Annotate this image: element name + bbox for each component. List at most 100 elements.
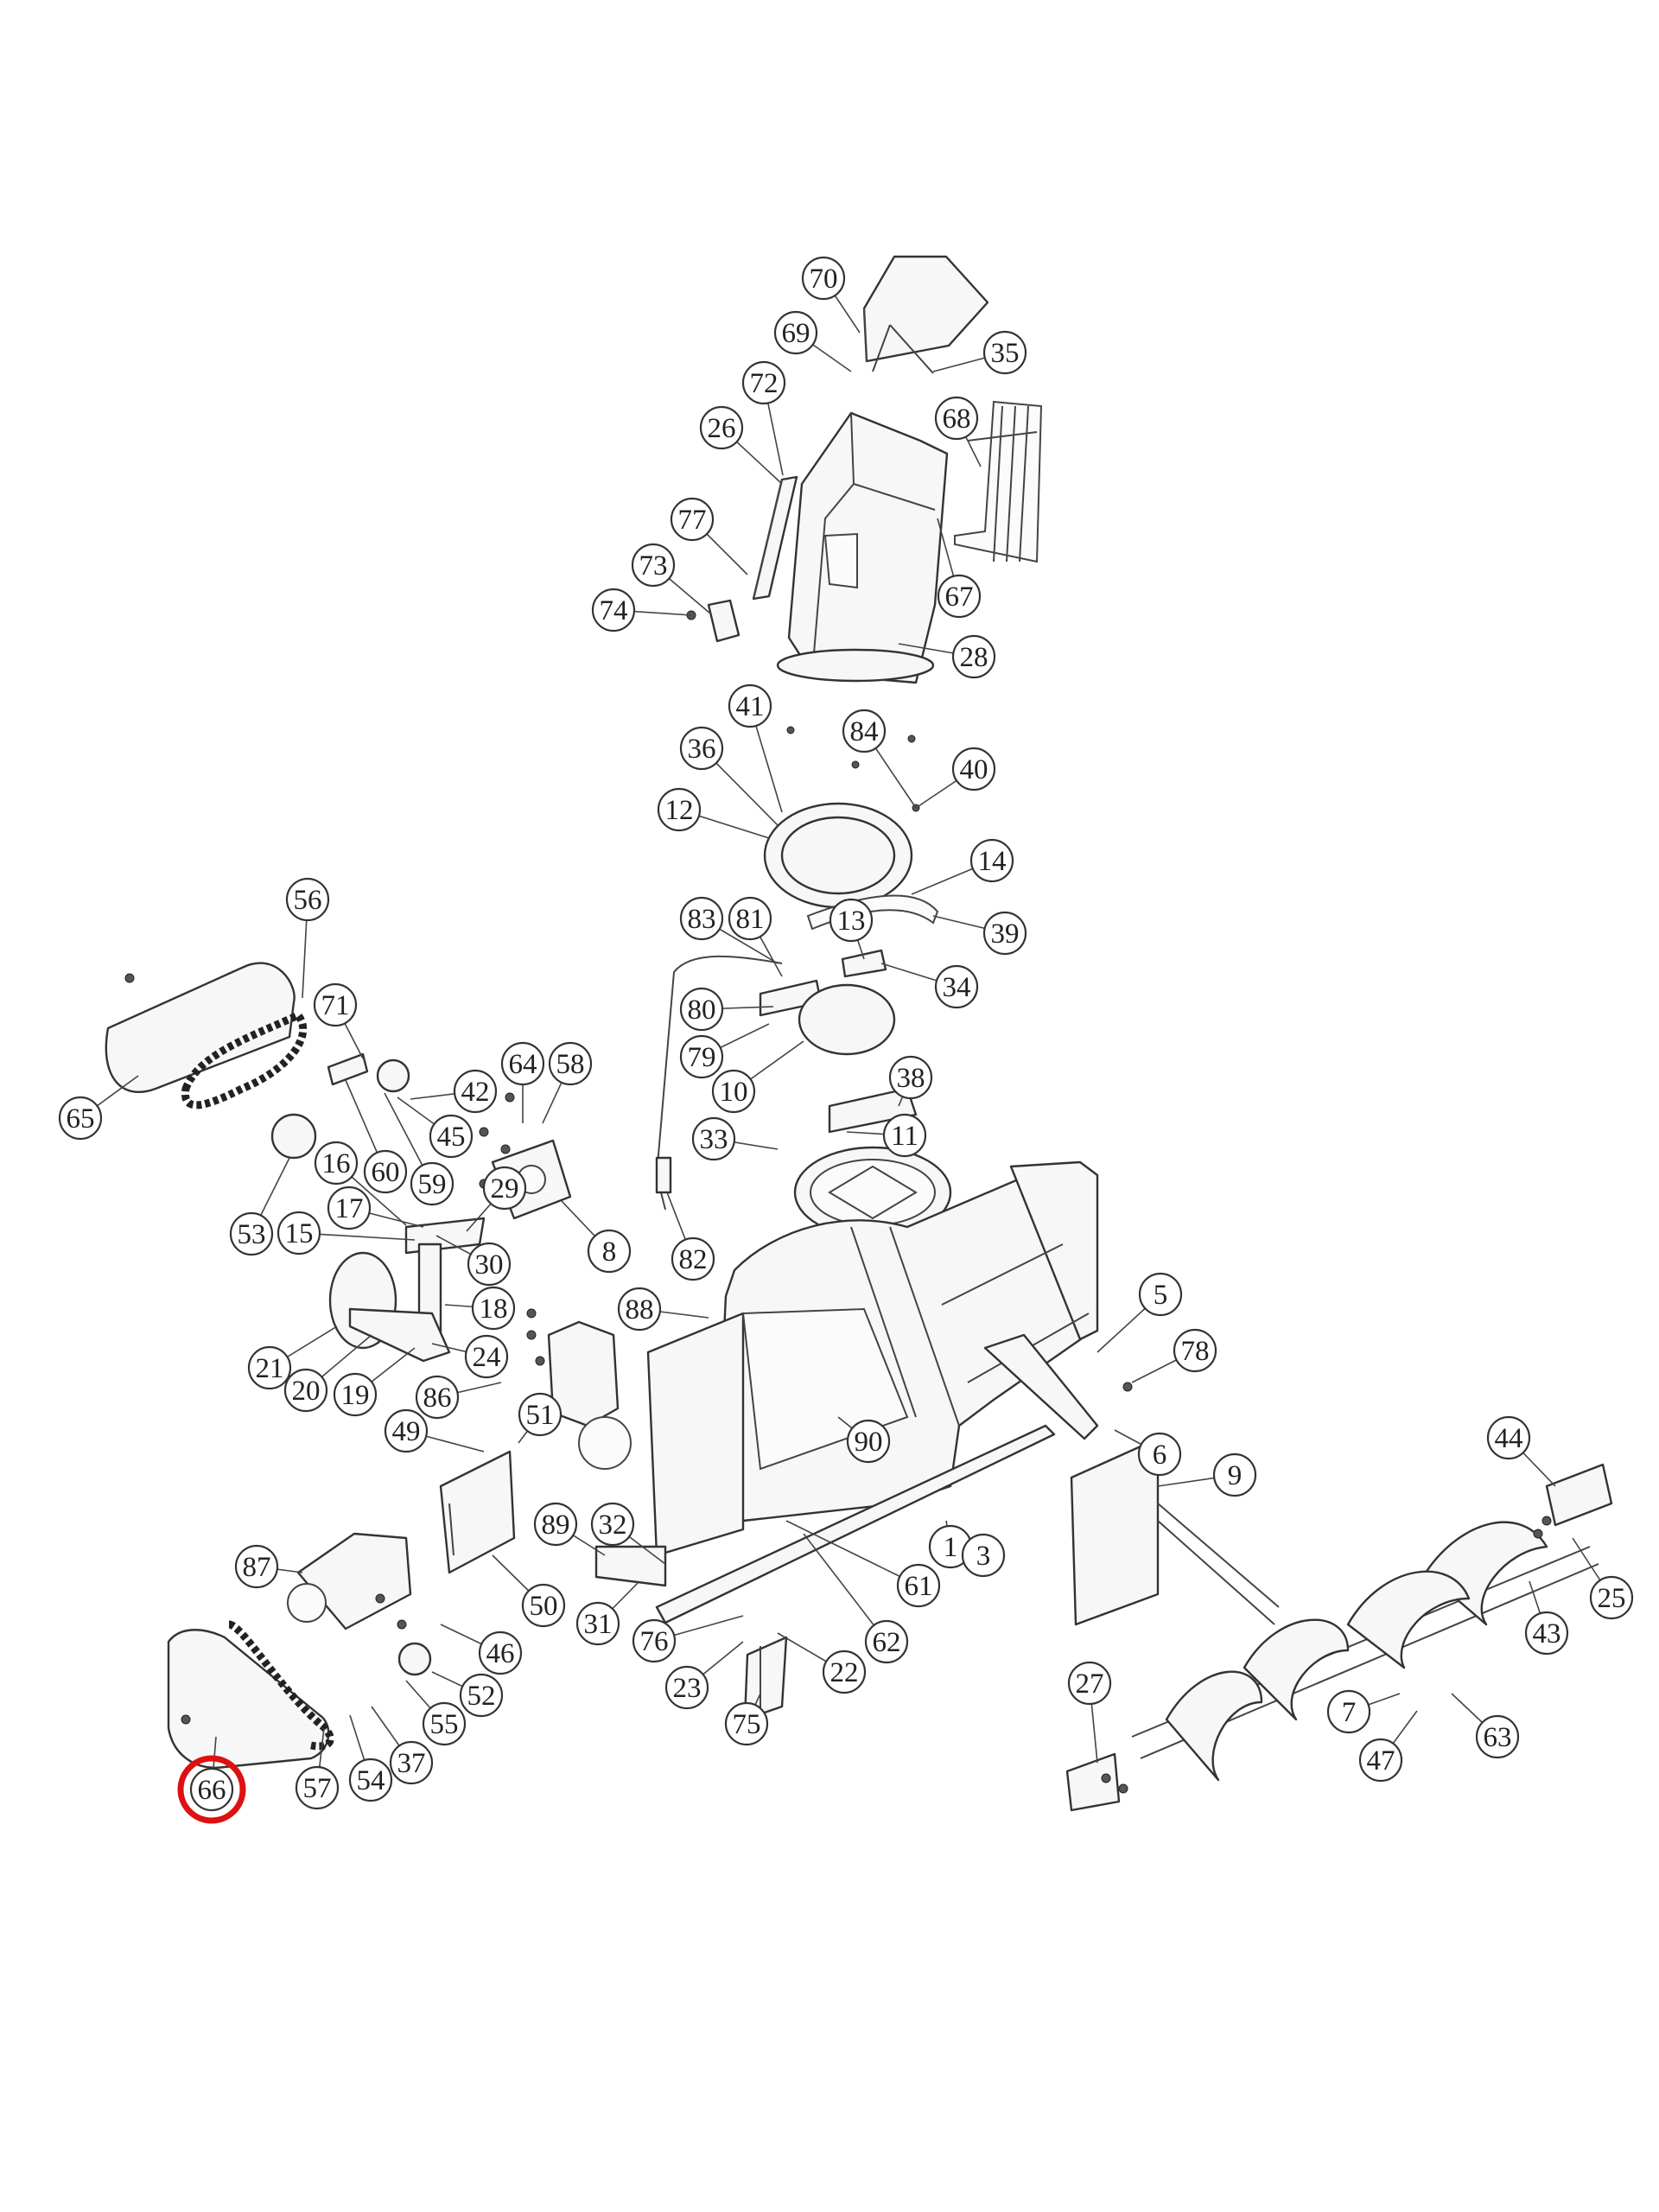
callout-circle [951, 747, 996, 791]
callout-circle [1486, 1415, 1531, 1460]
callout-33: 33 [691, 1116, 736, 1161]
callout-3: 3 [961, 1533, 1006, 1578]
callout-number: 27 [1076, 1669, 1104, 1700]
callout-circle [969, 838, 1014, 883]
callout-89: 89 [533, 1502, 578, 1547]
callout-circle [670, 497, 715, 542]
callout-number: 29 [491, 1173, 519, 1205]
callout-circle [453, 1069, 498, 1114]
callout-65: 65 [58, 1096, 103, 1141]
callout-66: 66 [189, 1767, 234, 1812]
chute-gasket [798, 983, 896, 1056]
callout-circle [590, 1502, 635, 1547]
callout-41: 41 [728, 683, 772, 728]
callout-circle [518, 1392, 563, 1437]
callout-circle [741, 360, 786, 405]
callout-circle [1524, 1611, 1569, 1656]
callout-53: 53 [229, 1211, 274, 1256]
callout-80: 80 [679, 987, 724, 1032]
callout-47: 47 [1358, 1738, 1403, 1783]
callout-72: 72 [741, 360, 786, 405]
callout-number: 81 [736, 904, 765, 935]
callout-circle [1067, 1661, 1112, 1706]
auger-assembly [1065, 1463, 1613, 1812]
callout-70: 70 [801, 256, 846, 301]
callout-circle [724, 1701, 769, 1746]
callout-circle [679, 987, 724, 1032]
callout-circle [829, 898, 874, 943]
callout-circle [389, 1740, 434, 1785]
callout-number: 47 [1367, 1745, 1395, 1777]
callout-number: 63 [1484, 1722, 1512, 1753]
callout-68: 68 [934, 396, 979, 441]
callout-64: 64 [500, 1041, 545, 1086]
deflector-hood [862, 255, 989, 374]
callout-circle [896, 1563, 941, 1608]
chute-control-cable [655, 955, 823, 1211]
callout-number: 54 [357, 1765, 385, 1796]
callout-circle [1173, 1328, 1217, 1373]
impeller-paddle [1070, 1437, 1280, 1626]
callout-number: 14 [978, 846, 1007, 877]
callout-19: 19 [333, 1372, 378, 1417]
callout-number: 36 [688, 734, 716, 765]
sprocket [270, 1113, 317, 1160]
callout-number: 84 [850, 716, 879, 747]
callout-circle [982, 911, 1027, 956]
callout-87: 87 [234, 1544, 279, 1589]
callout-number: 45 [437, 1122, 466, 1153]
callout-79: 79 [679, 1034, 724, 1079]
callout-circle [247, 1345, 292, 1390]
callout-45: 45 [429, 1114, 474, 1159]
callout-5: 5 [1138, 1272, 1183, 1317]
callout-27: 27 [1067, 1661, 1112, 1706]
callout-circle [934, 964, 979, 1009]
callout-number: 11 [891, 1121, 918, 1152]
callout-23: 23 [664, 1665, 709, 1710]
callout-circle [313, 982, 358, 1027]
callout-circle [459, 1673, 504, 1718]
callout-number: 79 [688, 1042, 716, 1073]
callout-9: 9 [1212, 1452, 1257, 1497]
chute-rotation-ring [763, 802, 913, 909]
lower-chain-case [167, 1620, 334, 1769]
callout-number: 30 [475, 1249, 504, 1281]
deflector-grate [954, 400, 1043, 563]
callout-number: 58 [556, 1049, 585, 1080]
callout-circle [276, 1211, 321, 1255]
callout-circle [934, 396, 979, 441]
callout-86: 86 [415, 1375, 460, 1420]
callout-37: 37 [389, 1740, 434, 1785]
callout-circle [937, 574, 982, 619]
chute-crank-rod [686, 475, 798, 643]
callout-circle [533, 1502, 578, 1547]
highlight-ring [177, 1755, 246, 1824]
callout-number: 56 [294, 885, 322, 916]
discharge-chute [776, 411, 949, 684]
callout-number: 57 [303, 1773, 332, 1804]
callout-90: 90 [846, 1419, 891, 1464]
leader-line-62 [803, 1533, 887, 1643]
callout-76: 76 [632, 1618, 677, 1663]
callout-36: 36 [679, 726, 724, 771]
callout-circle [846, 1419, 891, 1464]
chute-mount-plate [793, 1087, 952, 1239]
callout-number: 6 [1153, 1440, 1167, 1471]
callout-number: 43 [1533, 1618, 1561, 1649]
callout-20: 20 [283, 1368, 328, 1413]
callout-28: 28 [951, 634, 996, 679]
callout-24: 24 [464, 1334, 509, 1379]
callout-circle [283, 1368, 328, 1413]
callout-circle [842, 709, 887, 753]
callout-number: 35 [991, 338, 1020, 369]
callout-circle [348, 1758, 393, 1802]
callout-39: 39 [982, 911, 1027, 956]
callout-circle [631, 543, 676, 588]
callout-number: 50 [530, 1591, 558, 1622]
callout-circle [1326, 1689, 1371, 1734]
callout-10: 10 [711, 1069, 756, 1114]
callout-number: 39 [991, 918, 1020, 950]
callout-circle [482, 1166, 527, 1211]
callout-circle [657, 787, 702, 832]
